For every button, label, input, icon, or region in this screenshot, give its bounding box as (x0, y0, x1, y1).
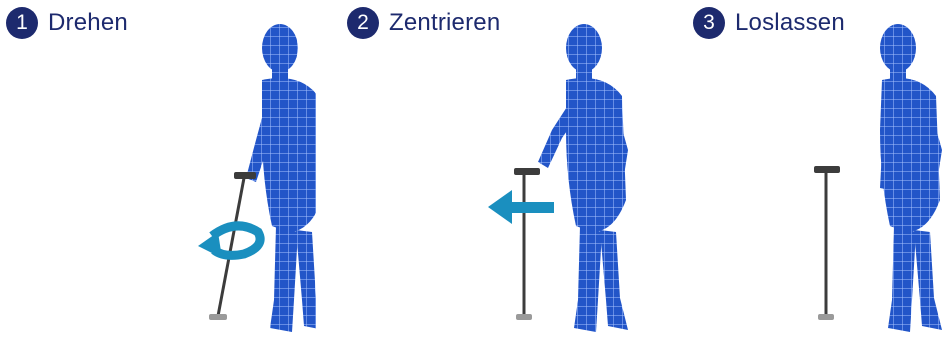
arrow-left-icon (488, 190, 554, 224)
step-1: 1 Drehen (0, 0, 316, 344)
human-figure (880, 24, 942, 332)
step-3-illustration (632, 0, 948, 344)
walking-cane (514, 168, 540, 320)
step-3: 3 Loslassen (632, 0, 948, 344)
human-figure (246, 24, 316, 332)
walking-cane (814, 166, 840, 320)
human-figure (538, 24, 628, 332)
step-1-illustration (0, 0, 316, 344)
step-2: 2 Zentrieren (316, 0, 632, 344)
step-2-illustration (316, 0, 632, 344)
rotate-arrow-icon (198, 226, 260, 258)
